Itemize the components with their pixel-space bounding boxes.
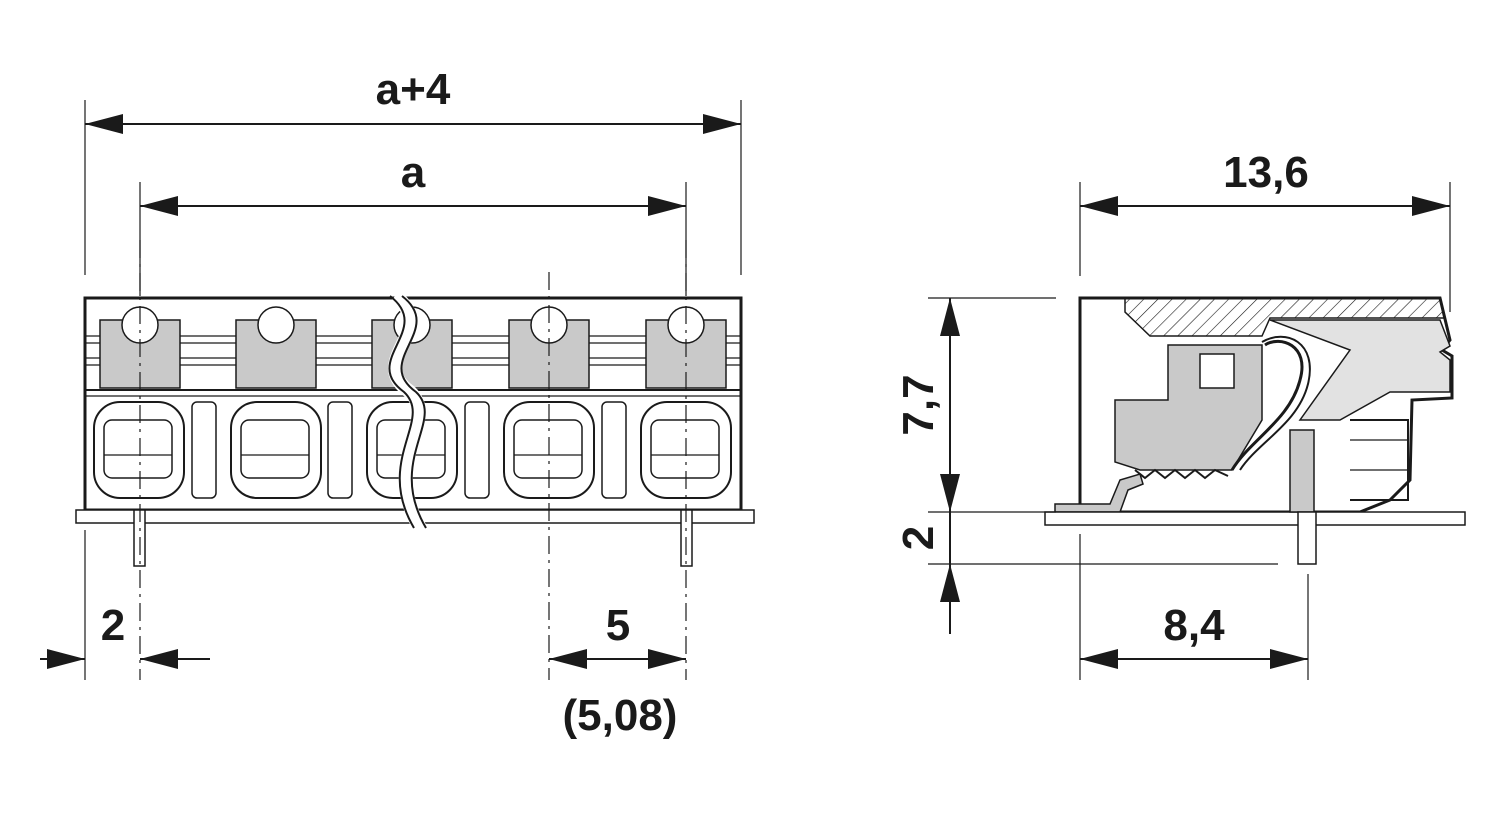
wire-entry-2 [230, 401, 322, 499]
dim-height: 7,7 [894, 297, 1056, 513]
release-lever-2 [235, 306, 317, 389]
dim-pin-length: 2 [894, 512, 1278, 634]
dim-pitch-alt-label: (5,08) [563, 691, 678, 740]
dim-pin-offset: 8,4 [1079, 534, 1309, 680]
dim-edge-offset: 2 [40, 530, 210, 680]
dim-pitch: 5 (5,08) [549, 601, 686, 740]
dim-height-label: 7,7 [894, 374, 943, 435]
dim-pitch-span: a [139, 148, 687, 296]
dim-pin-offset-label: 8,4 [1163, 601, 1225, 650]
side-view: 13,6 [894, 148, 1466, 680]
dim-side-width: 13,6 [1079, 148, 1451, 312]
dim-pitch-label: 5 [606, 601, 630, 650]
dim-overall-width: a+4 [84, 65, 742, 275]
dim-overall-width-label: a+4 [376, 65, 451, 114]
front-view: a+4 a [40, 65, 755, 740]
front-housing [75, 290, 755, 567]
dim-side-width-label: 13,6 [1223, 148, 1309, 197]
side-housing [1044, 296, 1466, 565]
wire-entry-1 [93, 401, 185, 499]
dim-pitch-span-label: a [401, 148, 426, 197]
dim-edge-offset-label: 2 [101, 601, 125, 650]
dim-pin-length-label: 2 [894, 526, 943, 550]
